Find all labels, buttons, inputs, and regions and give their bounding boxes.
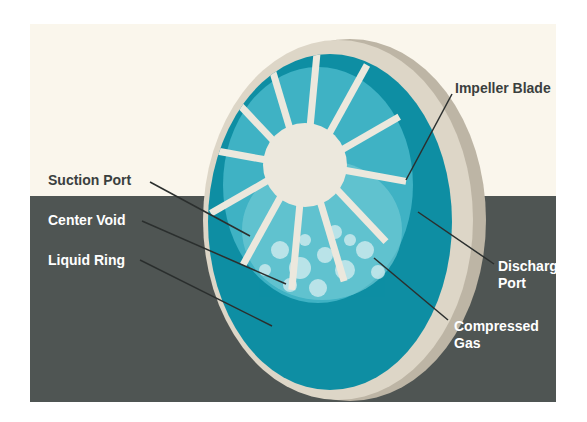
impeller-blade bbox=[204, 149, 265, 160]
part-label: Impeller Blade bbox=[455, 80, 565, 97]
impeller-blade bbox=[329, 65, 367, 133]
liquid-ring bbox=[208, 54, 452, 390]
impeller-blade bbox=[292, 205, 300, 290]
impeller-blades bbox=[204, 40, 406, 290]
impeller-blade bbox=[337, 189, 386, 241]
impeller-blade bbox=[243, 197, 281, 265]
part-label: Liquid Ring bbox=[48, 252, 158, 269]
impeller-blade bbox=[320, 202, 344, 281]
part-label: Suction Port bbox=[48, 172, 158, 189]
impeller-blade bbox=[345, 170, 406, 181]
part-label: Discharge Port bbox=[498, 258, 568, 292]
impeller-blade bbox=[224, 88, 273, 140]
impeller-blade bbox=[342, 117, 399, 150]
pump-casing bbox=[203, 40, 473, 400]
leader-lines bbox=[140, 94, 494, 326]
impeller-hub bbox=[263, 123, 347, 207]
impeller-blade bbox=[266, 49, 290, 128]
gas-bubbles bbox=[259, 225, 385, 297]
part-label: Center Void bbox=[48, 212, 158, 229]
part-label: Compressed Gas bbox=[454, 318, 534, 352]
impeller-blade bbox=[211, 180, 268, 213]
impeller-blade bbox=[310, 40, 318, 125]
